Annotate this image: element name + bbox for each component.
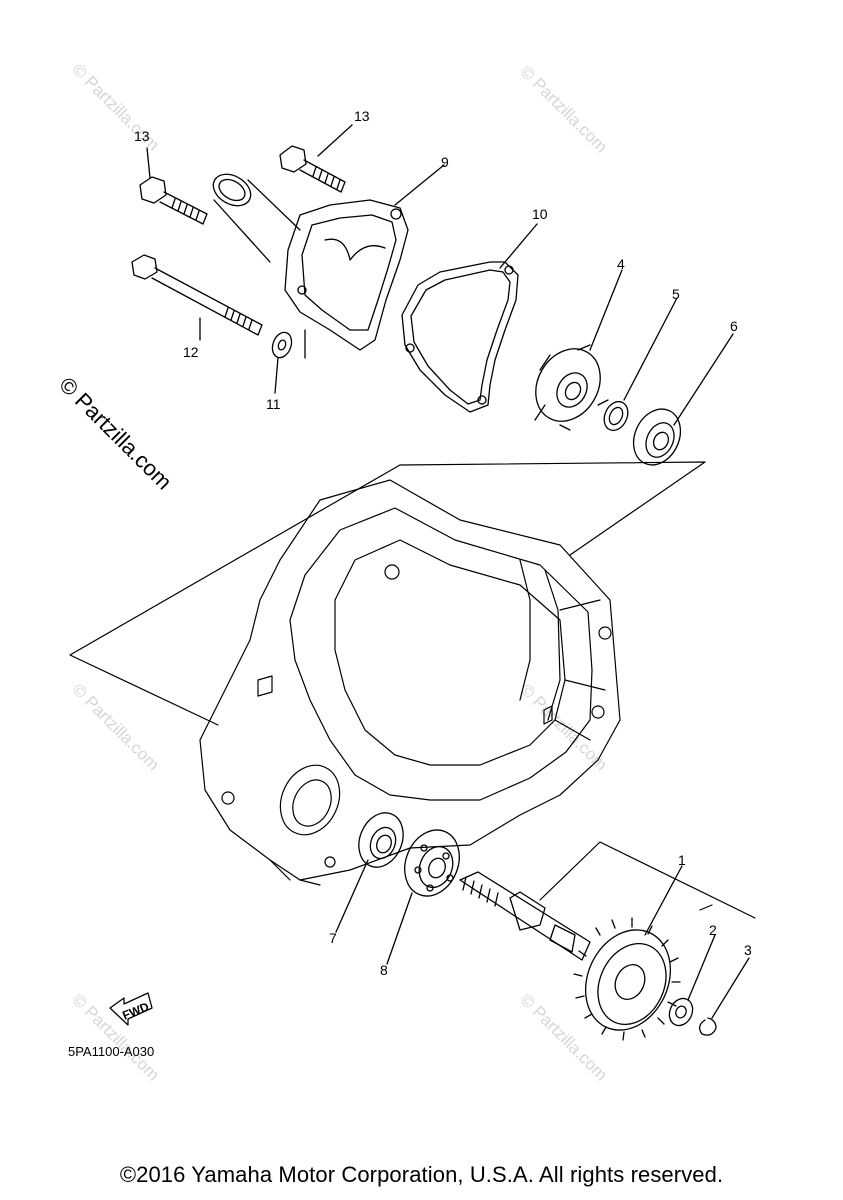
callout-10: 10: [532, 206, 548, 222]
callout-3: 3: [744, 942, 752, 958]
callout-9: 9: [441, 154, 449, 170]
callout-1: 1: [678, 852, 686, 868]
washer-11: [271, 331, 293, 359]
callout-4: 4: [617, 256, 625, 272]
callout-12: 12: [183, 344, 199, 360]
callout-8: 8: [380, 962, 388, 978]
bolt-13-upper: [279, 145, 346, 193]
clip-3: [698, 1017, 717, 1036]
bolt-13-left: [139, 176, 208, 225]
callout-11: 11: [266, 396, 281, 412]
callout-5: 5: [672, 286, 680, 302]
callout-13: 13: [354, 108, 370, 124]
seal-7: [358, 812, 404, 868]
callout-2: 2: [709, 922, 717, 938]
copyright-text: ©2016 Yamaha Motor Corporation, U.S.A. A…: [119, 1162, 724, 1187]
fwd-arrow-icon: [109, 992, 153, 1026]
diagram-code: 5PA1100-A030: [68, 1044, 155, 1059]
seal-5: [603, 400, 629, 432]
bearing-6: [632, 408, 682, 466]
washer-2: [668, 997, 694, 1027]
gear-1: [573, 917, 681, 1041]
gasket-10: [401, 261, 519, 413]
callout-13: 13: [134, 128, 150, 144]
callout-7: 7: [329, 930, 337, 946]
impeller-4: [534, 344, 609, 431]
bearing-8: [404, 829, 460, 897]
bolt-12: [131, 254, 263, 336]
crankcase: [199, 479, 621, 886]
pump-cover-9: [212, 173, 409, 359]
shaft-1: [459, 871, 591, 961]
callout-6: 6: [730, 318, 738, 334]
